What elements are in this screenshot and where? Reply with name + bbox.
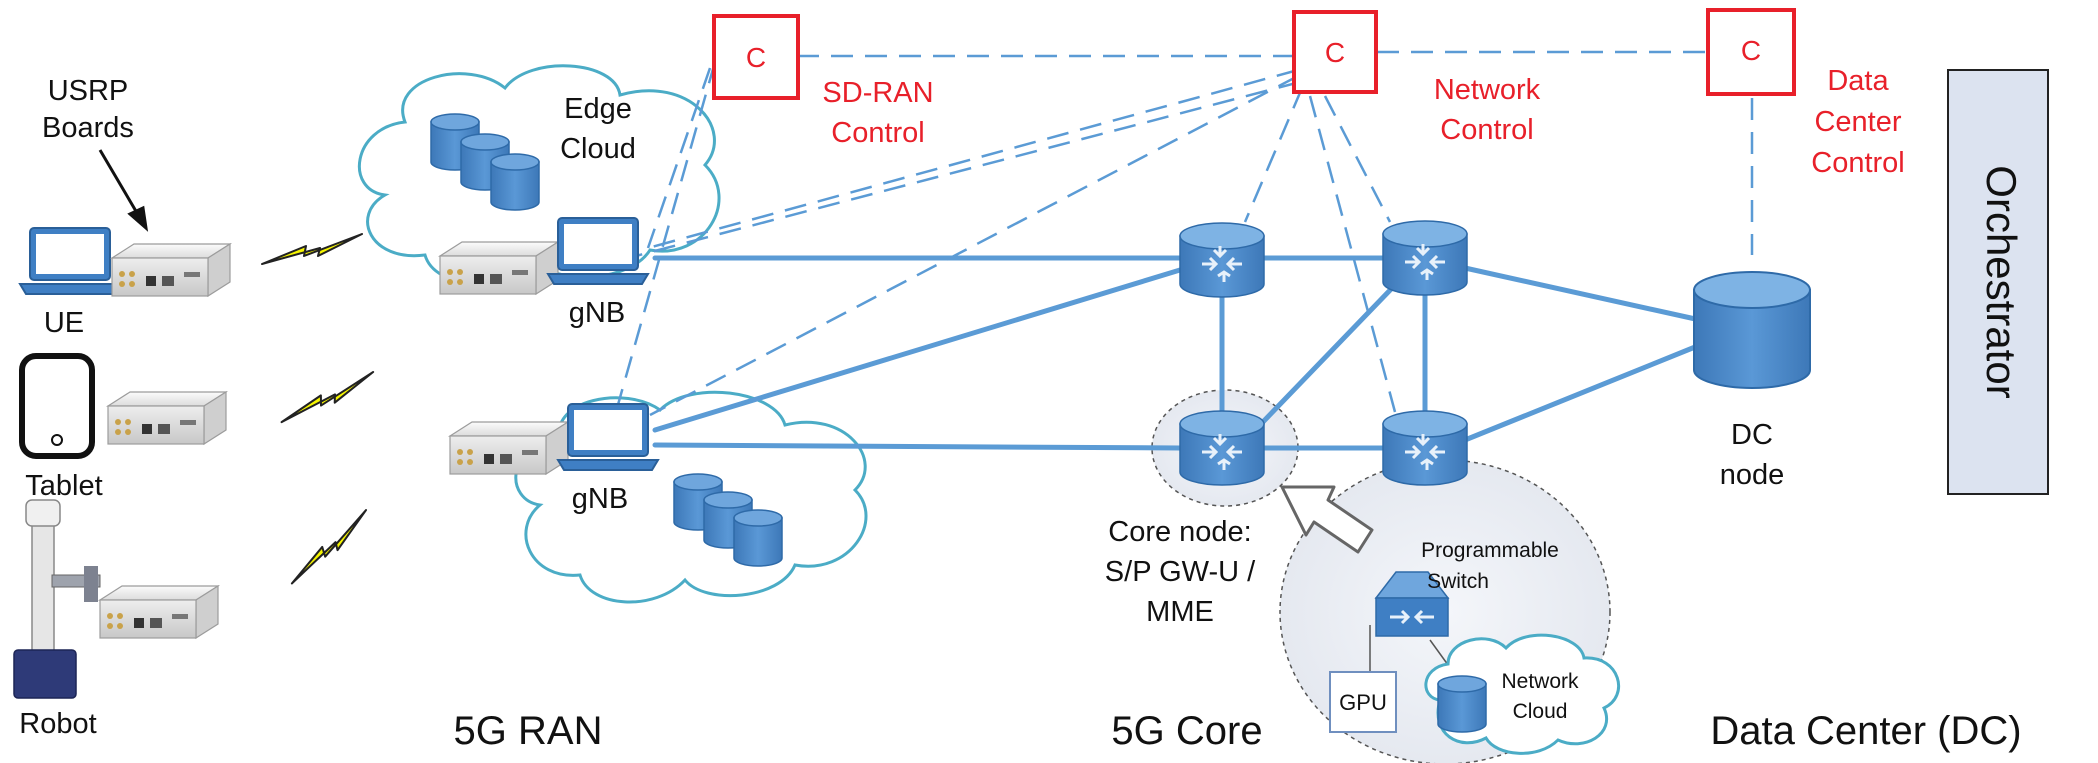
router-icon[interactable] <box>1178 221 1266 299</box>
sdran-control-line1: SD-RAN <box>822 77 933 109</box>
prog-switch-line1: Programmable <box>1421 539 1559 562</box>
lightning-icon <box>274 370 381 424</box>
network-control-line2: Control <box>1440 114 1534 146</box>
orchestrator-panel[interactable]: Orchestrator <box>1947 69 2049 495</box>
control-links <box>606 50 1754 441</box>
section-data-center: Data Center (DC) <box>1710 709 2021 753</box>
network-controller-box[interactable]: C <box>1292 10 1378 94</box>
network-cloud-line2: Cloud <box>1513 700 1568 723</box>
gnb-top-label: gNB <box>569 297 625 329</box>
database-icon <box>733 509 783 567</box>
gpu-box[interactable]: GPU <box>1329 671 1397 733</box>
gpu-label: GPU <box>1339 690 1387 715</box>
usrp-pointer-arrow <box>98 149 149 232</box>
robot-label: Robot <box>19 708 96 740</box>
network-cloud-line1: Network <box>1501 670 1579 693</box>
core-node-label-line1: Core node: <box>1108 516 1252 548</box>
network-control-line1: Network <box>1434 74 1541 106</box>
orchestrator-label: Orchestrator <box>1978 165 2025 398</box>
dc-control-line3: Control <box>1811 147 1905 179</box>
network-controller-letter: C <box>1325 37 1345 68</box>
router-icon[interactable] <box>1178 409 1266 487</box>
data-links <box>652 255 1703 451</box>
section-5g-ran: 5G RAN <box>454 709 603 753</box>
dc-controller-box[interactable]: C <box>1706 8 1796 96</box>
usrp-board-icon <box>99 585 219 639</box>
dc-control-line2: Center <box>1814 106 1901 138</box>
tablet-icon[interactable] <box>19 353 95 459</box>
database-icon <box>490 153 540 211</box>
laptop-icon[interactable] <box>547 217 649 285</box>
ue-label: UE <box>44 307 84 339</box>
usrp-label-line1: USRP <box>48 75 129 107</box>
prog-switch-line2: Switch <box>1427 570 1489 593</box>
robot-icon[interactable] <box>13 499 101 699</box>
dc-controller-letter: C <box>1741 35 1761 66</box>
lightning-icon <box>276 509 382 585</box>
usrp-board-icon <box>449 421 569 475</box>
laptop-icon[interactable] <box>19 227 121 295</box>
usrp-board-icon <box>439 241 559 295</box>
database-icon <box>1437 675 1487 733</box>
edge-cloud-label-line2: Cloud <box>560 133 636 165</box>
core-node-pointer-arrow <box>1280 485 1374 554</box>
lightning-icon <box>261 233 363 265</box>
dc-control-line1: Data <box>1827 65 1889 97</box>
tablet-label: Tablet <box>25 470 102 502</box>
sdran-controller-letter: C <box>746 42 766 73</box>
core-node-label-line3: MME <box>1146 596 1214 628</box>
dc-node-label-line2: node <box>1720 459 1785 491</box>
laptop-icon[interactable] <box>557 403 659 471</box>
core-node-label-line2: S/P GW-U / <box>1105 556 1256 588</box>
edge-cloud-label-line1: Edge <box>564 93 632 125</box>
dc-node-label-line1: DC <box>1731 419 1773 451</box>
usrp-board-icon <box>111 243 231 297</box>
usrp-board-icon <box>107 391 227 445</box>
sdran-controller-box[interactable]: C <box>712 14 800 100</box>
gnb-bottom-label: gNB <box>572 483 628 515</box>
sdran-control-line2: Control <box>831 117 925 149</box>
section-5g-core: 5G Core <box>1111 709 1262 753</box>
router-icon[interactable] <box>1381 219 1469 297</box>
dc-node-database-icon[interactable] <box>1693 271 1811 389</box>
router-icon[interactable] <box>1381 409 1469 487</box>
switch-icon[interactable] <box>1374 571 1450 637</box>
usrp-label-line2: Boards <box>42 112 134 144</box>
